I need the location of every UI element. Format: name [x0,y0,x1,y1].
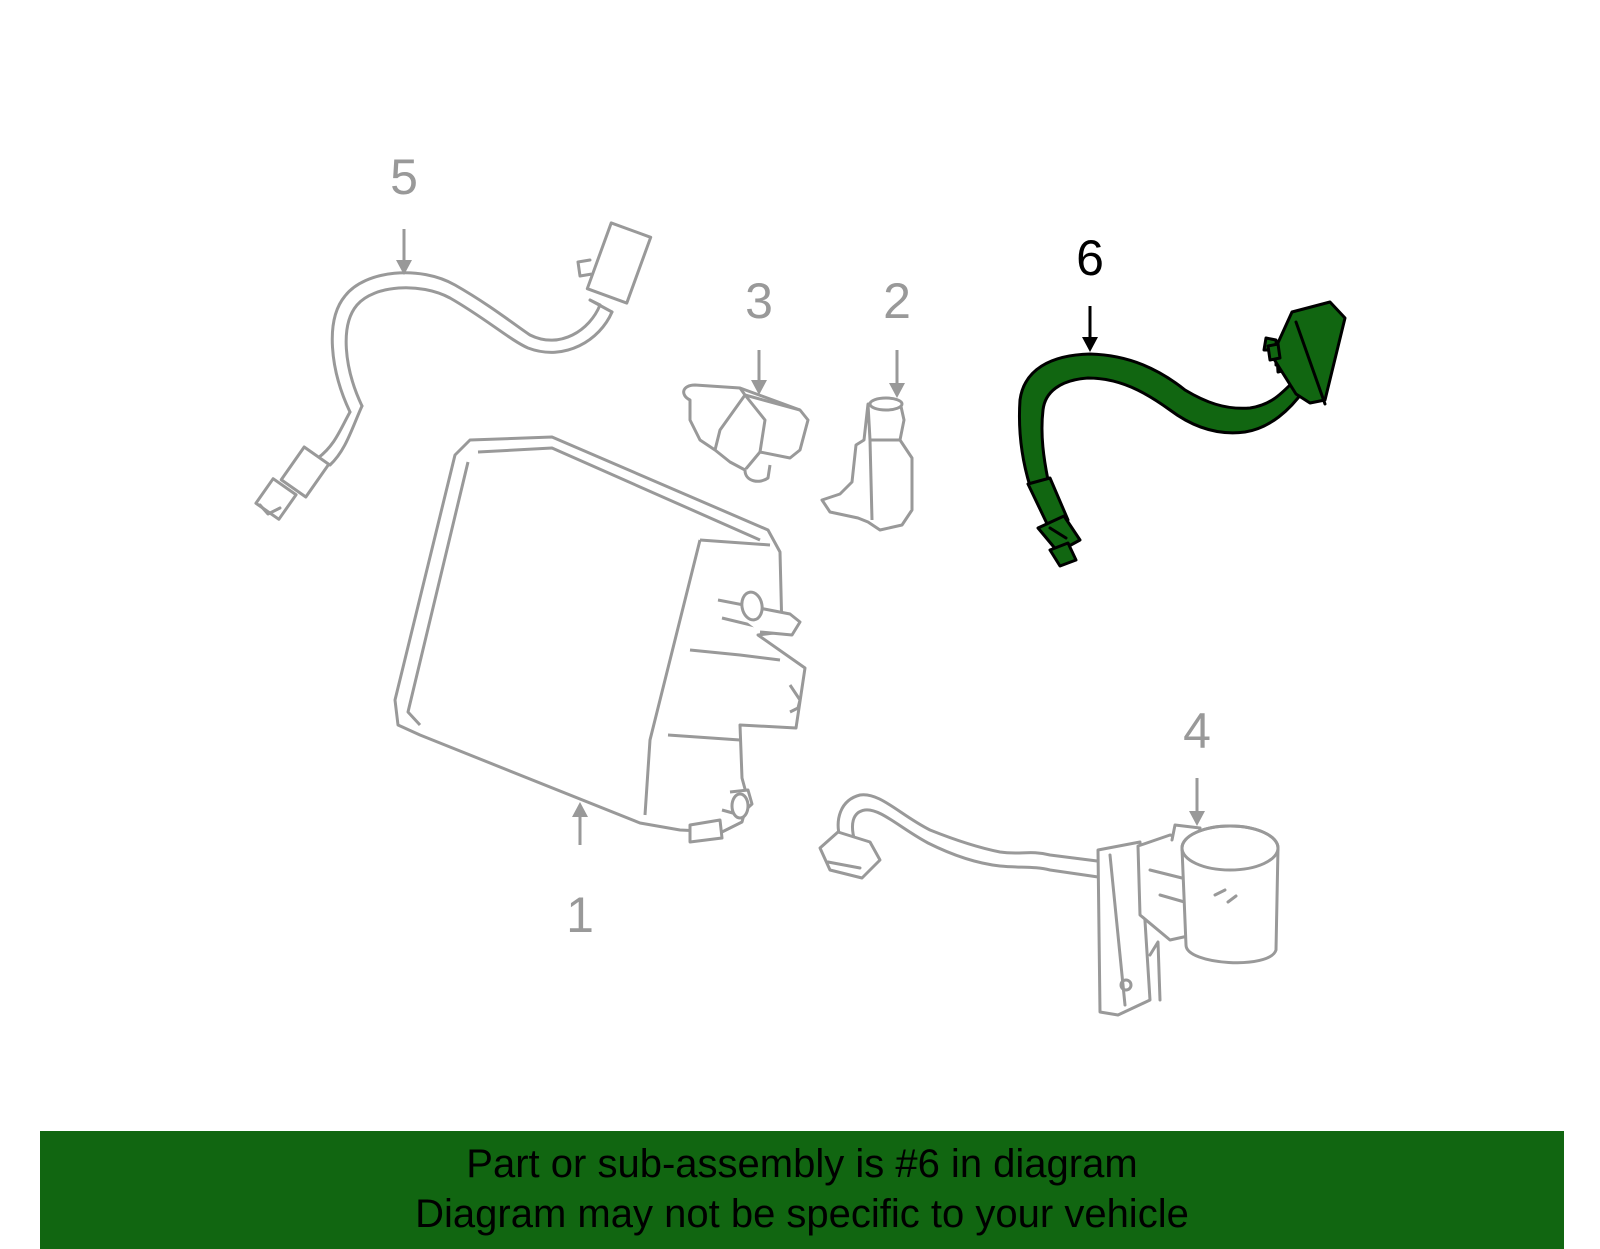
part-2-valve[interactable] [820,396,914,532]
banner-line-part: Part or sub-assembly is #6 in diagram [466,1142,1138,1186]
part-6-oxygen-sensor-highlighted[interactable] [1018,300,1347,568]
callout-4[interactable]: 4 [1183,703,1211,759]
part-4-vent-solenoid[interactable] [818,793,1280,1017]
banner-line-disclaimer: Diagram may not be specific to your vehi… [415,1192,1189,1236]
part-1-canister[interactable] [393,435,807,844]
part-1-arrowhead [572,802,588,817]
callout-5[interactable]: 5 [390,149,418,205]
part-5-oxygen-sensor[interactable] [254,221,653,521]
callout-3[interactable]: 3 [745,273,773,329]
part-3-arrowhead [751,380,767,395]
part-2-arrowhead [889,383,905,398]
callout-1[interactable]: 1 [566,887,594,943]
info-banner: Part or sub-assembly is #6 in diagram Di… [40,1131,1564,1249]
callout-6[interactable]: 6 [1076,230,1104,286]
part-6-arrowhead [1082,337,1098,352]
part-3-sensor[interactable] [682,383,810,483]
callout-2[interactable]: 2 [883,273,911,329]
part-5-arrowhead [396,260,412,275]
part-4-arrowhead [1189,811,1205,826]
